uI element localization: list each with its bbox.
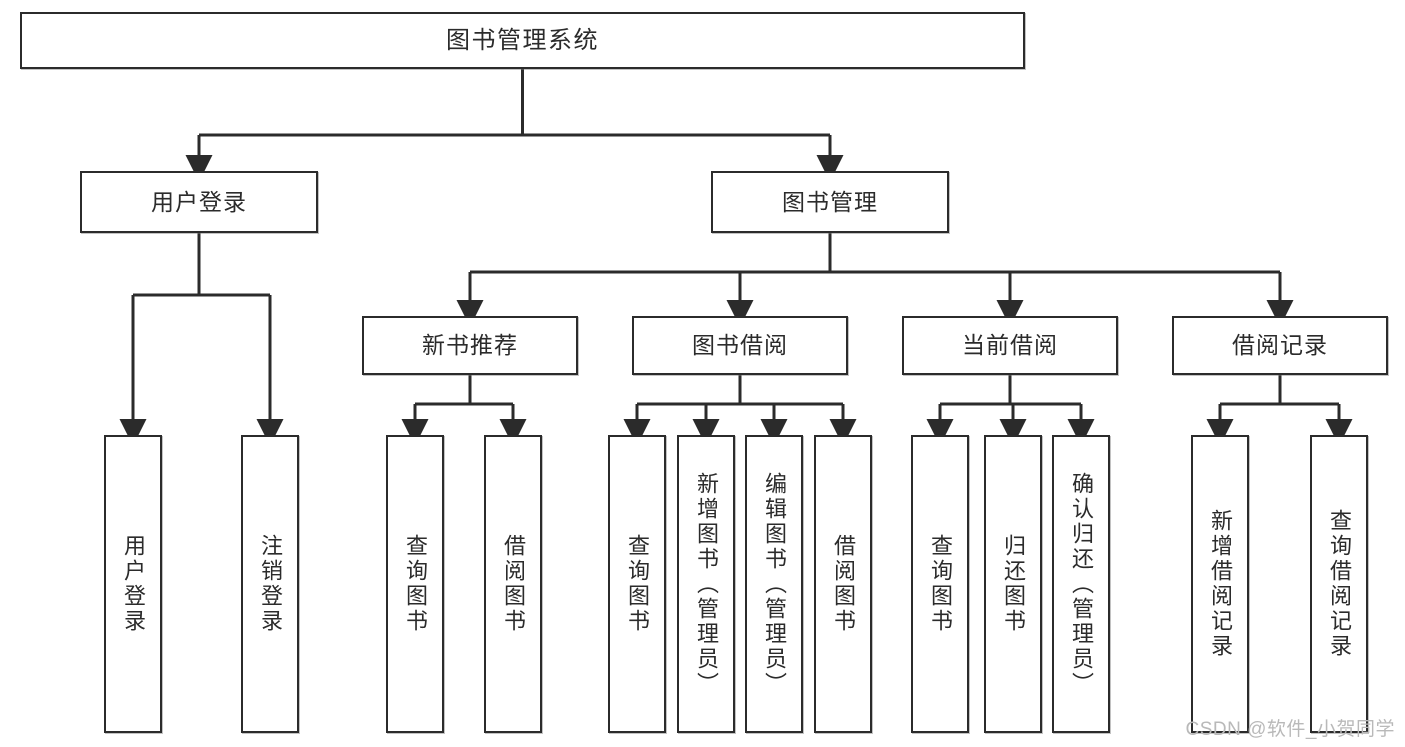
node-leaf-newbook-borrow-book[interactable]: 借阅图书 <box>484 435 542 733</box>
node-label: 编辑图书（管理员） <box>761 471 787 697</box>
node-leaf-currentborrow-query-book[interactable]: 查询图书 <box>911 435 969 733</box>
node-label: 新增借阅记录 <box>1207 509 1233 659</box>
node-label: 图书借阅 <box>692 332 788 359</box>
node-label: 确认归还（管理员） <box>1068 471 1094 697</box>
node-label: 借阅记录 <box>1232 332 1328 359</box>
node-label: 注销登录 <box>257 534 283 634</box>
node-leaf-bookborrow-add-book[interactable]: 新增图书（管理员） <box>677 435 735 733</box>
node-label: 新增图书（管理员） <box>693 471 719 697</box>
node-leaf-borrowrecord-add-record[interactable]: 新增借阅记录 <box>1191 435 1249 733</box>
node-label: 新书推荐 <box>422 332 518 359</box>
node-book-borrow[interactable]: 图书借阅 <box>632 316 848 375</box>
node-label: 借阅图书 <box>500 534 526 634</box>
node-borrow-record[interactable]: 借阅记录 <box>1172 316 1388 375</box>
node-label: 查询借阅记录 <box>1326 509 1352 659</box>
node-label: 用户登录 <box>120 534 146 634</box>
node-leaf-currentborrow-return-book[interactable]: 归还图书 <box>984 435 1042 733</box>
node-label: 归还图书 <box>1000 534 1026 634</box>
node-leaf-bookborrow-edit-book[interactable]: 编辑图书（管理员） <box>745 435 803 733</box>
node-label: 图书管理 <box>782 188 878 215</box>
node-leaf-bookborrow-query-book[interactable]: 查询图书 <box>608 435 666 733</box>
node-label: 查询图书 <box>927 534 953 634</box>
node-label: 查询图书 <box>402 534 428 634</box>
node-current-borrow[interactable]: 当前借阅 <box>902 316 1118 375</box>
node-book-manage[interactable]: 图书管理 <box>711 171 949 233</box>
node-leaf-borrowrecord-query-record[interactable]: 查询借阅记录 <box>1310 435 1368 733</box>
node-label: 当前借阅 <box>962 332 1058 359</box>
node-label: 借阅图书 <box>830 534 856 634</box>
node-leaf-newbook-query-book[interactable]: 查询图书 <box>386 435 444 733</box>
watermark-text: CSDN @软件_小贺同学 <box>1185 719 1395 740</box>
node-new-book-recommend[interactable]: 新书推荐 <box>362 316 578 375</box>
node-label: 图书管理系统 <box>446 26 599 54</box>
node-leaf-user-logout[interactable]: 注销登录 <box>241 435 299 733</box>
node-label: 用户登录 <box>151 188 247 215</box>
node-root-system[interactable]: 图书管理系统 <box>20 12 1025 69</box>
node-leaf-currentborrow-confirm-return[interactable]: 确认归还（管理员） <box>1052 435 1110 733</box>
node-leaf-user-login[interactable]: 用户登录 <box>104 435 162 733</box>
node-user-login[interactable]: 用户登录 <box>80 171 318 233</box>
node-label: 查询图书 <box>624 534 650 634</box>
node-leaf-bookborrow-borrow-book[interactable]: 借阅图书 <box>814 435 872 733</box>
